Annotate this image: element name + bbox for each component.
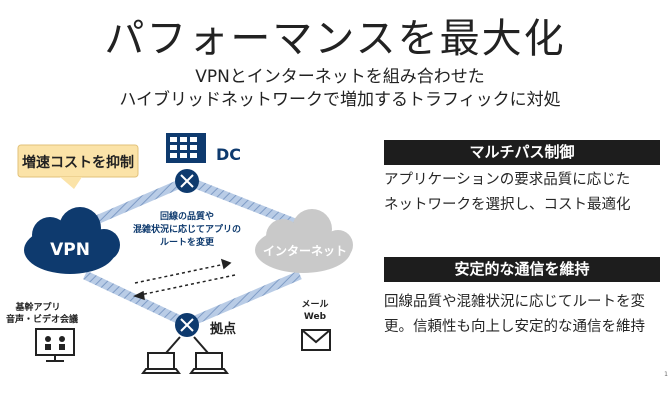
core-apps-label: 基幹アプリ	[14, 301, 60, 313]
feature-body-stable: 回線品質や混雑状況に応じてルートを変 更。信頼性も向上し安定的な通信を維持	[384, 290, 670, 340]
route-text-3: ルートを変更	[160, 236, 215, 248]
feature-body-multipath: アプリケーションの要求品質に応じた ネットワークを選択し、コスト最適化	[384, 168, 670, 218]
feature-heading-multipath: マルチパス制御	[384, 140, 660, 165]
internet-label: インターネット	[263, 244, 347, 258]
slide-subtitle: VPNとインターネットを組み合わせた ハイブリッドネットワークで増加するトラフィ…	[60, 66, 620, 112]
dc-router-icon	[175, 169, 199, 193]
laptop-icon-2	[189, 352, 229, 374]
subtitle-line-2: ハイブリッドネットワークで増加するトラフィックに対処	[119, 90, 561, 110]
monitor-people-icon	[35, 328, 75, 362]
slide-title: パフォーマンスを最大化	[104, 16, 566, 62]
mail-label: メール	[301, 299, 328, 310]
internet-cloud-icon	[255, 209, 353, 273]
link-dc-internet	[191, 178, 302, 230]
link-vpn-dc	[83, 178, 184, 230]
callout-text: 増速コストを抑制	[22, 154, 134, 171]
subtitle-line-1: VPNとインターネットを組み合わせた	[195, 67, 485, 87]
route-text-2: 混雑状況に応じてアプリの	[133, 223, 241, 235]
feature-line: 更。信頼性も向上し安定的な通信を維持	[384, 319, 645, 335]
dc-server-icon	[166, 133, 206, 163]
feature-line: 回線品質や混雑状況に応じてルートを変	[384, 294, 645, 310]
vpn-label: VPN	[50, 240, 90, 260]
vpn-cloud-icon	[24, 207, 120, 274]
feature-line: アプリケーションの要求品質に応じた	[384, 172, 631, 188]
network-diagram: 増速コストを抑制 DC VPN インターネット 回線の品質や 混雑状況に応じてア…	[6, 133, 353, 374]
laptop-icon	[141, 336, 209, 374]
mail-envelope-icon	[301, 329, 331, 351]
web-label: Web	[304, 312, 327, 322]
route-text-1: 回線の品質や	[160, 210, 214, 222]
network-links	[83, 178, 302, 326]
link-internet-branch	[191, 270, 302, 326]
av-conference-label: 音声・ビデオ会議	[6, 313, 78, 325]
branch-router-icon	[175, 313, 199, 337]
page-number: 1	[664, 371, 668, 378]
branch-label: 拠点	[210, 321, 236, 337]
route-switch-arrows	[133, 258, 236, 301]
feature-heading-stable: 安定的な通信を維持	[384, 257, 660, 282]
dc-label: DC	[216, 145, 241, 164]
feature-line: ネットワークを選択し、コスト最適化	[384, 197, 631, 213]
cost-callout: 増速コストを抑制	[17, 144, 139, 189]
link-vpn-branch	[83, 270, 184, 326]
